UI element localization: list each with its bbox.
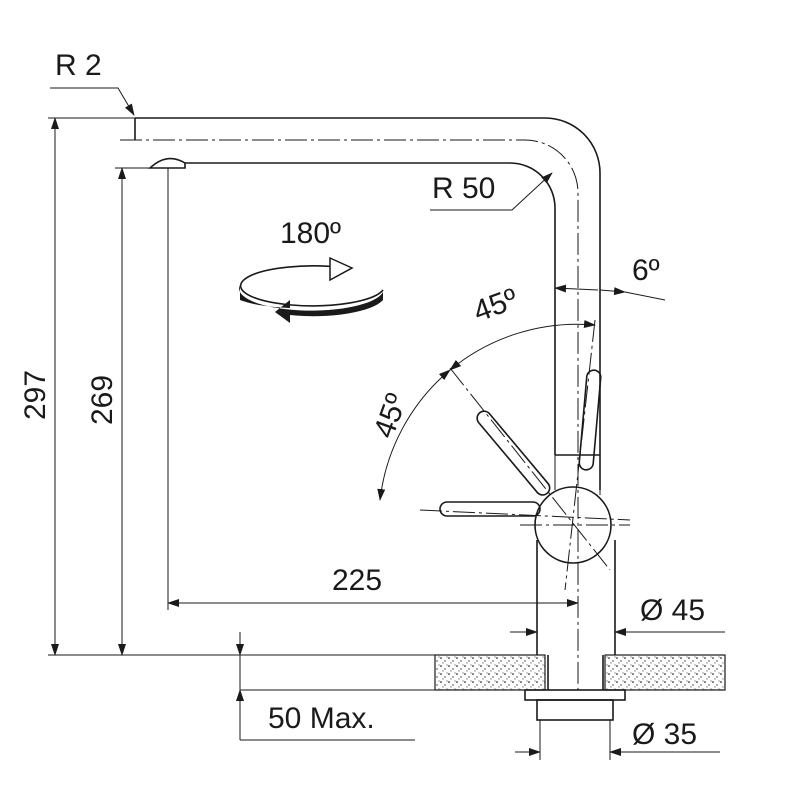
lever-angled (476, 410, 551, 496)
height-total-label: 297 (19, 370, 52, 420)
spout (120, 117, 601, 690)
reach-label: 225 (332, 564, 382, 597)
angle-upper-label: 45º (469, 282, 522, 328)
r2-label: R 2 (55, 49, 102, 82)
countertop (434, 654, 726, 691)
height-outlet-label: 269 (86, 375, 119, 425)
lever-horizontal (439, 501, 541, 517)
rotation-label: 180º (280, 217, 341, 250)
r50-label: R 50 (432, 172, 495, 205)
max-thickness-label: 50 Max. (268, 702, 375, 735)
shank-diameter-label: Ø 35 (632, 718, 697, 751)
aerator (147, 157, 186, 169)
body-diameter-label: Ø 45 (640, 594, 705, 627)
faucet-body (520, 455, 630, 655)
angle-lower-label: 45º (368, 389, 414, 442)
tilt-label: 6º (632, 254, 660, 287)
rotation-arrow-icon (239, 256, 384, 323)
